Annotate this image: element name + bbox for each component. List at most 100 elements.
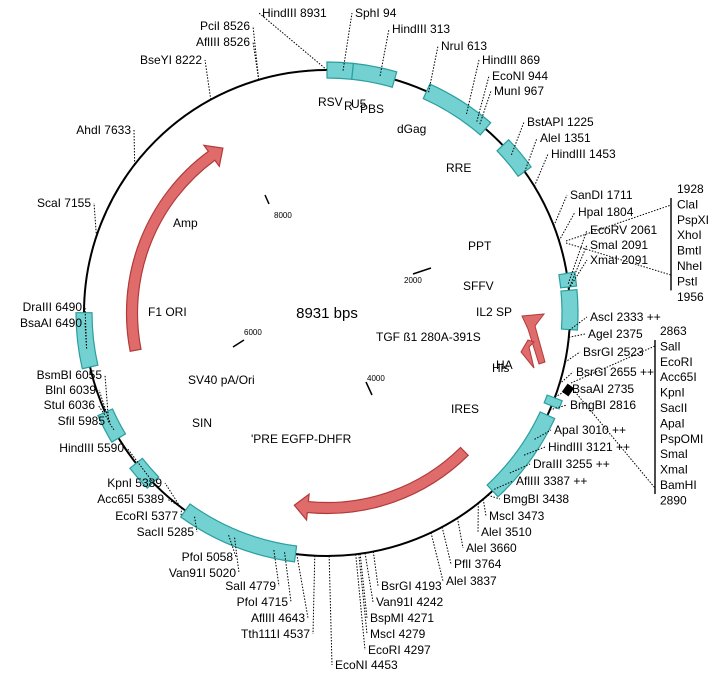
site-leader-pfoi-4715	[284, 552, 292, 603]
site-label-hindiii-1453: HindIII 1453	[551, 147, 616, 161]
site-label-bsrgi-4193: BsrGI 4193	[381, 579, 442, 593]
site-label-bsaai-2735: BsaAI 2735	[572, 382, 634, 396]
site-leader-bsrgi-4193	[372, 551, 379, 587]
site-leader-alei-3660	[456, 517, 464, 549]
site-leader-hindiii-8931	[258, 12, 328, 71]
mcs_lower-enzyme-xmai: XmaI	[660, 463, 688, 477]
site-label-ecorv-2061: EcoRV 2061	[590, 223, 657, 237]
site-leader-hpai-1804	[558, 211, 576, 242]
feature-label-sin: SIN	[192, 416, 212, 430]
site-label-econi-4453: EcoNI 4453	[335, 658, 398, 672]
site-label-apai-3010: ApaI 3010 ++	[554, 423, 626, 437]
site-leader-pfoi-5058	[228, 535, 237, 558]
feature-box-dgag	[422, 83, 492, 136]
feature-marker-black	[561, 383, 575, 397]
feature-label-dgag: dGag	[397, 122, 426, 136]
site-label-bmgbi-2816: BmgBI 2816	[570, 398, 636, 412]
site-leader-sali-4779	[273, 550, 280, 587]
mcs-upper-leader-top	[565, 204, 672, 242]
mcs-rulers-group: 1928ClaIPspXIXhoIBmtINheIPstI19562863Sal…	[565, 182, 709, 507]
site-label-bmgbi-3438: BmgBI 3438	[503, 492, 569, 506]
site-label-pcii-8526: PciI 8526	[200, 19, 250, 33]
scale-tick-8000	[264, 194, 270, 205]
site-leader-xmai-2091	[568, 259, 588, 290]
site-label-sacii-5285: SacII 5285	[137, 525, 195, 539]
site-leader-sphi-94	[342, 12, 353, 71]
feature-box-wpre	[179, 503, 298, 563]
site-leader-draiii-6490	[84, 306, 88, 349]
site-leader-hindiii-869	[465, 59, 480, 115]
site-label-agei-2375: AgeI 2375	[588, 327, 643, 341]
site-leader-pcii-8526	[252, 25, 260, 80]
feature-box-rsv	[326, 61, 355, 80]
mcs_upper-enzyme-psti: PstI	[677, 274, 698, 288]
site-leader-blni-6039	[98, 389, 111, 422]
mcs_lower-enzyme-sali: SalI	[660, 339, 681, 353]
mcs_lower-start-label: 2863	[660, 324, 687, 338]
site-label-ahdi-7633: AhdI 7633	[76, 123, 131, 137]
site-leader-hindiii-313	[379, 28, 390, 76]
site-leader-msci-3473	[482, 499, 487, 517]
site-label-stui-6036: StuI 6036	[44, 398, 96, 412]
site-label-afliii-4643: AflIII 4643	[251, 611, 305, 625]
site-leader-bsmbi-6055	[104, 374, 109, 420]
feature-label-tgf-1-280a-391s: TGF ß1 280A-391S	[376, 330, 481, 344]
site-label-nrui-613: NruI 613	[441, 39, 487, 53]
site-label-van91i-4242: Van91I 4242	[376, 595, 443, 609]
site-leader-bmgbi-3438	[487, 494, 501, 500]
site-label-muni-967: MunI 967	[494, 84, 544, 98]
features-group	[75, 61, 579, 563]
feature-arrow-tgf-insert	[521, 313, 546, 365]
feature-box-rre	[496, 138, 532, 178]
site-leader-acc65i-5389	[166, 498, 181, 507]
site-leader-bsaai-2735	[554, 388, 570, 398]
site-label-hindiii-869: HindIII 869	[482, 53, 540, 67]
site-label-bsmbi-6055: BsmBI 6055	[37, 368, 103, 382]
site-label-bstapi-1225: BstAPI 1225	[527, 115, 594, 129]
site-label-scai-7155: ScaI 7155	[37, 196, 91, 210]
site-label-afliii-3387: AflIII 3387 ++	[516, 474, 587, 488]
site-label-sfii-5985: SfiI 5985	[58, 414, 106, 428]
mcs_lower-enzyme-smai: SmaI	[660, 447, 688, 461]
site-label-pfli-3764: PflI 3764	[454, 557, 502, 571]
site-label-afliii-8526: AflIII 8526	[196, 35, 250, 49]
feature-label-sv40-pa-ori: SV40 pA/Ori	[188, 373, 255, 387]
site-leader-ecori-5377	[180, 507, 183, 517]
site-leader-msci-4279	[358, 553, 368, 635]
site-leader-sacii-5285	[194, 516, 198, 533]
site-leader-draiii-3255	[509, 463, 531, 474]
mcs_lower-enzyme-bamhi: BamHI	[660, 478, 697, 492]
site-label-draiii-6490: DraIII 6490	[23, 300, 83, 314]
mcs-lower-leader-top	[570, 345, 656, 384]
feature-label-pre-egfp-dhfr: 'PRE EGFP-DHFR	[251, 432, 352, 446]
scale-tick-2000	[412, 267, 432, 275]
site-leader-hindiii-5590	[126, 447, 155, 485]
site-leader-agei-2375	[568, 333, 586, 338]
site-label-acc65i-5389: Acc65I 5389	[97, 492, 164, 506]
site-leader-econi-944	[476, 75, 490, 122]
site-label-hindiii-8931: HindIII 8931	[262, 6, 327, 20]
site-label-hpai-1804: HpaI 1804	[578, 205, 634, 219]
scale-tick-label-6000: 6000	[244, 328, 262, 337]
site-label-smai-2091: SmaI 2091	[590, 238, 648, 252]
mcs_upper-enzyme-clai: ClaI	[677, 197, 698, 211]
feature-box-sv40-pa-ori	[97, 408, 127, 443]
site-leader-kpni-5389	[164, 482, 181, 507]
site-leader-alei-3837	[430, 532, 444, 582]
site-label-bsrgi-2523: BsrGI 2523	[583, 345, 644, 359]
site-leader-econi-4453	[328, 555, 333, 666]
scale-tick-label-2000: 2000	[404, 276, 422, 285]
site-leader-sandi-1711	[553, 194, 568, 226]
feature-arrow-amp	[125, 144, 224, 353]
site-leader-bsrgi-2523	[564, 351, 581, 363]
mcs_upper-enzyme-xhoi: XhoI	[677, 228, 702, 242]
feature-box-5-ltr	[351, 62, 398, 88]
feature-label-sffv: SFFV	[463, 279, 494, 293]
feature-box-il2-sp	[543, 394, 563, 410]
site-label-van91i-5020: Van91I 5020	[169, 566, 236, 580]
site-leader-ecorv-2061	[567, 229, 588, 284]
site-label-alei-3510: AleI 3510	[481, 525, 532, 539]
mcs_upper-enzyme-bmti: BmtI	[677, 244, 702, 258]
mcs_upper-enzyme-nhei: NheI	[677, 259, 702, 273]
